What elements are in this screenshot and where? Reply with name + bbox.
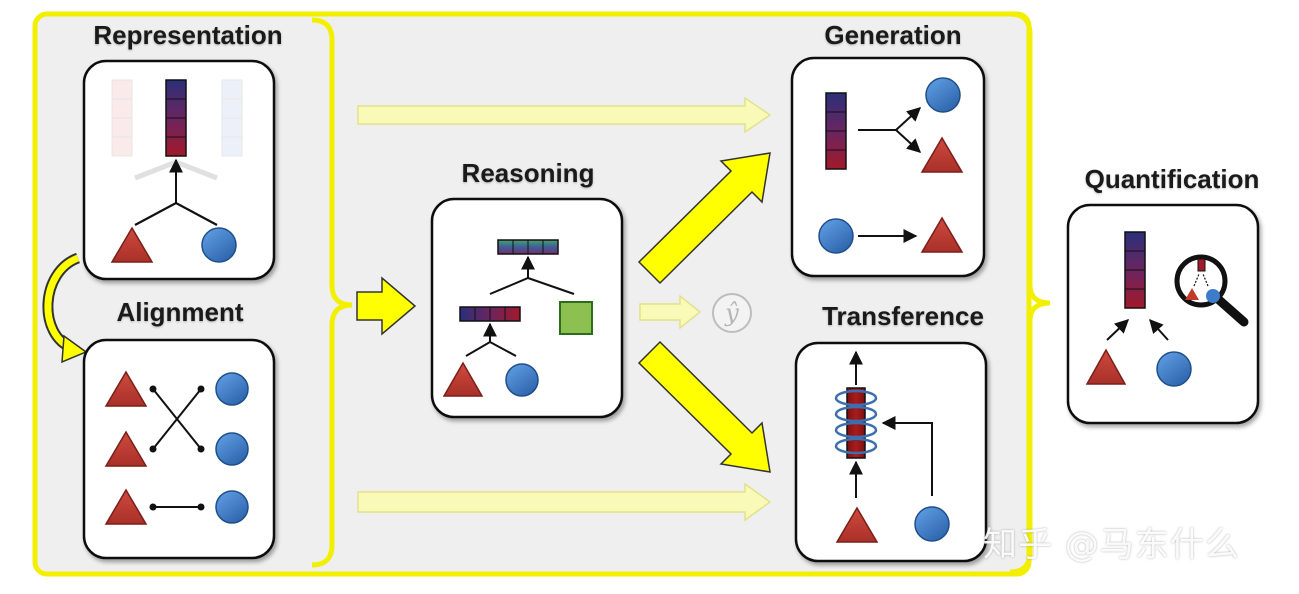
left-brace	[311, 17, 353, 568]
quantification-box	[1066, 203, 1260, 425]
coil-icon	[834, 389, 878, 455]
triangle-icon	[104, 430, 148, 467]
representation-box	[82, 59, 276, 281]
label-reasoning: Reasoning	[461, 158, 595, 188]
label-representation: Representation	[93, 20, 283, 50]
triangle-icon	[920, 136, 964, 173]
alignment-box	[82, 338, 276, 560]
triangle-icon	[104, 488, 148, 525]
vector-icon	[1124, 231, 1146, 309]
circle-icon	[215, 372, 249, 406]
reasoning-box	[430, 197, 624, 419]
circle-icon	[818, 218, 854, 254]
arrow-to-generation	[637, 152, 771, 285]
circle-icon	[215, 490, 249, 524]
triangle-icon	[835, 506, 879, 543]
generation-box	[790, 56, 986, 278]
vector-icon	[825, 92, 847, 170]
vector-icon	[459, 306, 521, 322]
label-transference: Transference	[822, 301, 984, 331]
circle-icon	[925, 77, 961, 113]
output-symbol-yhat: ŷ	[712, 293, 752, 333]
label-alignment: Alignment	[116, 297, 244, 327]
triangle-icon	[920, 216, 964, 253]
label-generation: Generation	[824, 20, 962, 50]
arrow-to-transference	[637, 340, 771, 473]
circle-icon	[201, 227, 237, 263]
transference-box	[794, 341, 988, 563]
pale-arrow-bottom	[357, 482, 772, 522]
pale-arrow-top	[357, 96, 772, 134]
magnifier-icon	[1174, 254, 1249, 327]
watermark: 知乎 @马东什么	[983, 525, 1240, 565]
circle-icon	[914, 506, 950, 542]
circle-icon	[215, 432, 249, 466]
faded-vector-right	[221, 79, 243, 157]
triangle-icon	[1085, 348, 1127, 385]
faded-vector-left	[111, 79, 133, 157]
label-quantification: Quantification	[1084, 164, 1260, 194]
circle-icon	[1156, 351, 1192, 387]
pale-arrow-to-output	[639, 294, 702, 330]
right-brace	[1009, 11, 1051, 575]
vector-icon	[497, 239, 559, 255]
vector-icon	[165, 79, 187, 157]
curved-arrow-alignment	[42, 252, 88, 364]
arrow-into-reasoning	[356, 276, 417, 336]
square-icon	[559, 301, 593, 335]
triangle-icon	[442, 361, 484, 397]
circle-icon	[505, 363, 539, 397]
triangle-icon	[110, 226, 154, 263]
triangle-icon	[104, 370, 148, 407]
